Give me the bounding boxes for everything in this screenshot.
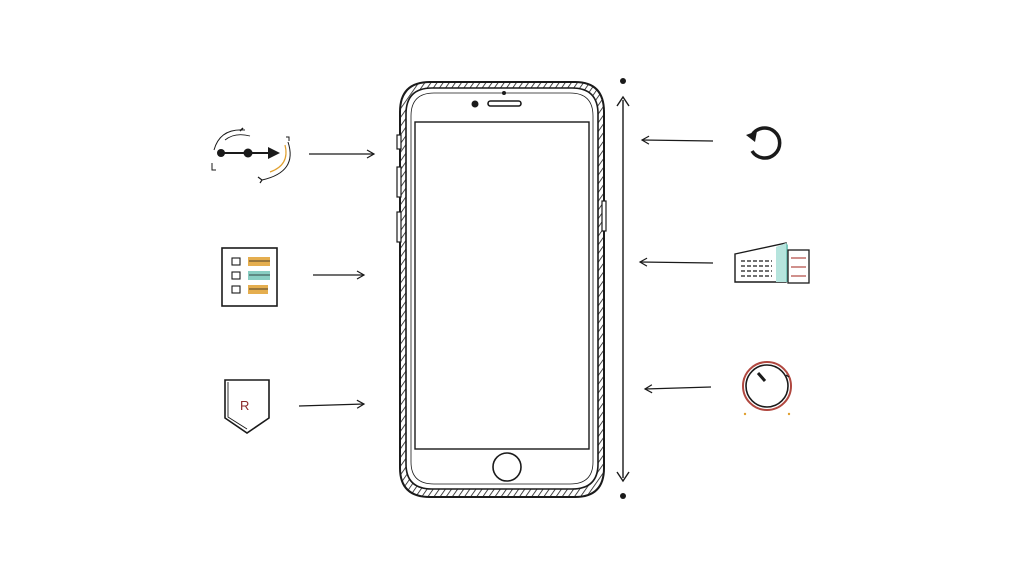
volume-down-button xyxy=(396,211,402,243)
phone-screen xyxy=(414,121,590,450)
arrow-spreadsheet-to-phone xyxy=(638,257,714,267)
refresh-icon xyxy=(746,126,782,160)
spreadsheet-icon xyxy=(734,242,810,284)
smartphone xyxy=(396,81,607,498)
arrow-shield-to-phone xyxy=(298,399,366,409)
arrow-gauge-to-phone xyxy=(643,384,712,394)
power-button xyxy=(601,200,607,232)
checklist-icon xyxy=(221,247,278,307)
height-dimension-arrow xyxy=(616,78,630,499)
workflow-arrows-icon xyxy=(211,127,291,184)
mute-switch xyxy=(396,134,402,150)
speaker-slot xyxy=(487,100,522,107)
shield-letter: R xyxy=(240,398,249,413)
sensor-dot xyxy=(502,91,506,95)
shield-icon: R xyxy=(224,379,270,434)
arrow-refresh-to-phone xyxy=(640,135,714,145)
gauge-icon xyxy=(742,361,792,416)
home-button xyxy=(492,452,522,482)
front-camera-icon xyxy=(471,100,479,108)
volume-up-button xyxy=(396,166,402,198)
